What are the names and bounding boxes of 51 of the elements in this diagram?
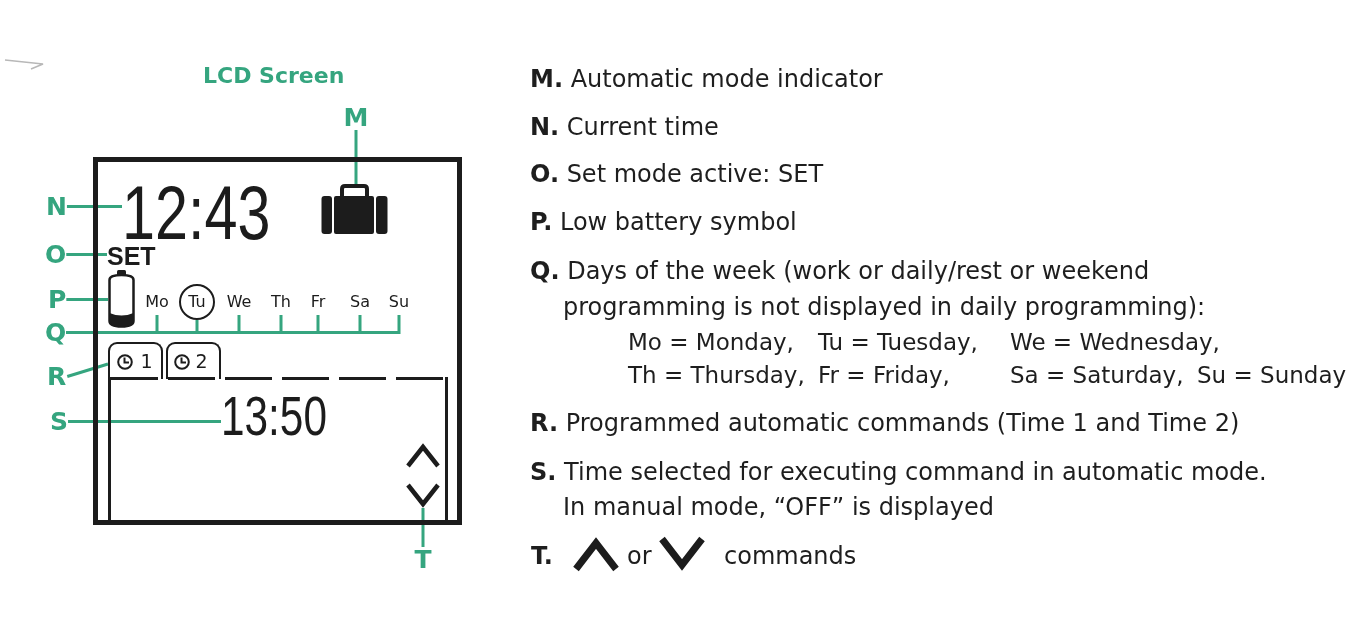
screen-title: LCD Screen xyxy=(203,63,345,90)
day-label: Fr xyxy=(310,289,326,315)
mode-indicator-text: SET xyxy=(107,244,156,269)
description-text: commands xyxy=(724,541,857,571)
day-definition: Tu = Tuesday, xyxy=(818,328,978,357)
callout-letter: Q xyxy=(45,320,67,345)
leader-line xyxy=(66,362,109,378)
program-tab xyxy=(108,342,163,379)
description-text: O. Set mode active: SET xyxy=(530,159,824,189)
day-label: We xyxy=(226,289,252,315)
display-panel xyxy=(108,377,448,520)
callout-letter: O xyxy=(45,242,67,267)
callout-letter: R xyxy=(47,364,67,389)
day-label: Mo xyxy=(145,289,169,315)
day-label: Sa xyxy=(350,289,370,315)
program-tab xyxy=(166,342,221,379)
day-definition: Sa = Saturday, xyxy=(1010,361,1184,390)
time-readout: 12:43 xyxy=(122,183,271,244)
battery-icon xyxy=(108,270,135,328)
circled-day-label: Tu xyxy=(179,284,215,320)
description-text: S. Time selected for executing command in automatic mode. In manual mode, “OFF” is displayed xyxy=(530,457,1268,523)
leader-line xyxy=(66,205,122,208)
callout-letter: P xyxy=(48,287,67,312)
day-definition: We = Wednesday, xyxy=(1010,328,1220,357)
item-letter: T. xyxy=(531,541,553,571)
leader-line xyxy=(354,130,358,184)
callout-letter: N xyxy=(46,194,67,219)
description-text: R. Programmed automatic commands (Time 1 and Time 2) xyxy=(530,408,1240,438)
description-text: M. Automatic mode indicator xyxy=(530,64,883,94)
day-label: Th xyxy=(271,289,291,315)
description-text: P. Low battery symbol xyxy=(530,207,797,237)
leader-line xyxy=(66,253,107,256)
day-definition: Fr = Friday, xyxy=(818,361,950,390)
description-text: Q. Days of the week (work or daily/rest or weekend programming is not displayed in daily programming): xyxy=(530,256,1207,323)
description-text: N. Current time xyxy=(530,112,719,142)
up-down-chevrons-icon xyxy=(405,442,441,508)
callout-letter: S xyxy=(50,409,68,434)
tab-number: 2 xyxy=(195,350,208,372)
callout-letter: M xyxy=(343,105,369,130)
briefcase-icon xyxy=(321,184,388,234)
callout-letter: T xyxy=(414,547,432,572)
time-readout: 13:50 xyxy=(221,394,327,438)
day-definition: Mo = Monday, xyxy=(628,328,794,357)
tab-number: 1 xyxy=(140,350,153,372)
day-definition: Th = Thursday, xyxy=(628,361,805,390)
day-definition: Su = Sunday xyxy=(1197,361,1347,390)
leader-line xyxy=(68,420,221,423)
day-label: Su xyxy=(388,289,410,315)
leader-line xyxy=(421,508,425,547)
leader-line xyxy=(66,298,108,301)
description-text: or xyxy=(627,541,652,571)
